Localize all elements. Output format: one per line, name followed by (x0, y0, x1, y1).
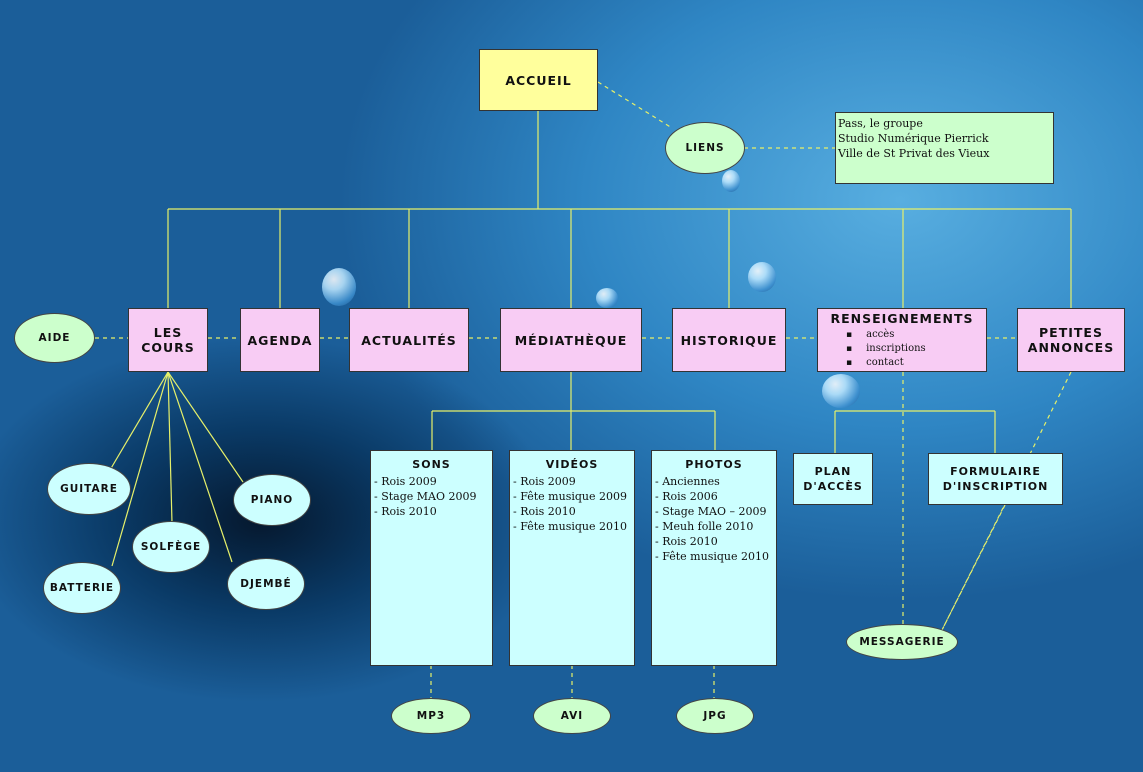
videos-item[interactable]: - Fête musique 2009 (513, 490, 627, 503)
photos-item[interactable]: - Anciennes (655, 475, 720, 488)
messagerie-node[interactable]: MESSAGERIE (846, 624, 958, 660)
videos-title: VIDÉOS (545, 458, 599, 471)
actualites-node[interactable]: ACTUALITÉS (349, 308, 469, 372)
videos-list: - Rois 2009 - Fête musique 2009 - Rois 2… (513, 474, 631, 534)
jpg-node[interactable]: JPG (676, 698, 754, 734)
djembe-label: DJEMBÉ (240, 578, 292, 590)
photos-item[interactable]: - Stage MAO – 2009 (655, 505, 767, 518)
agenda-node[interactable]: AGENDA (240, 308, 320, 372)
renseignements-node[interactable]: RENSEIGNEMENTS accès inscriptions contac… (817, 308, 987, 372)
mp3-node[interactable]: MP3 (391, 698, 471, 734)
water-drop (322, 268, 356, 306)
videos-item[interactable]: - Rois 2009 (513, 475, 576, 488)
renseignements-item[interactable]: contact (846, 356, 926, 370)
videos-column[interactable]: VIDÉOS - Rois 2009 - Fête musique 2009 -… (509, 450, 635, 666)
avi-label: AVI (560, 710, 584, 722)
sons-title: SONS (412, 458, 451, 471)
historique-label: HISTORIQUE (680, 332, 778, 348)
plan-acces-label: PLAN D'ACCÈS (803, 465, 863, 493)
liens-node[interactable]: LIENS (665, 122, 745, 174)
liens-list: Pass, le groupe Studio Numérique Pierric… (838, 116, 989, 161)
sons-item[interactable]: - Rois 2009 (374, 475, 437, 488)
guitare-node[interactable]: GUITARE (47, 463, 131, 515)
formulaire-label: FORMULAIRE D'INSCRIPTION (942, 465, 1049, 493)
sons-item[interactable]: - Rois 2010 (374, 505, 437, 518)
jpg-label: JPG (703, 710, 727, 722)
renseignements-list: accès inscriptions contact (818, 328, 926, 370)
renseignements-item[interactable]: inscriptions (846, 342, 926, 356)
videos-item[interactable]: - Rois 2010 (513, 505, 576, 518)
piano-label: PIANO (250, 494, 294, 506)
petites-annonces-label: PETITES ANNONCES (1027, 325, 1115, 355)
sons-column[interactable]: SONS - Rois 2009 - Stage MAO 2009 - Rois… (370, 450, 493, 666)
plan-acces-node[interactable]: PLAN D'ACCÈS (793, 453, 873, 505)
piano-node[interactable]: PIANO (233, 474, 311, 526)
sons-list: - Rois 2009 - Stage MAO 2009 - Rois 2010 (374, 474, 489, 519)
historique-node[interactable]: HISTORIQUE (672, 308, 786, 372)
les-cours-label: LES COURS (141, 325, 195, 355)
djembe-node[interactable]: DJEMBÉ (227, 558, 305, 610)
mediatheque-label: MÉDIATHÈQUE (514, 332, 628, 348)
formulaire-node[interactable]: FORMULAIRE D'INSCRIPTION (928, 453, 1063, 505)
water-drop (748, 262, 776, 292)
photos-item[interactable]: - Fête musique 2010 (655, 550, 769, 563)
messagerie-label: MESSAGERIE (859, 636, 945, 648)
water-drop (722, 170, 740, 192)
les-cours-node[interactable]: LES COURS (128, 308, 208, 372)
guitare-label: GUITARE (60, 483, 118, 495)
photos-item[interactable]: - Meuh folle 2010 (655, 520, 754, 533)
sons-item[interactable]: - Stage MAO 2009 (374, 490, 477, 503)
accueil-label: ACCUEIL (505, 72, 572, 88)
aide-node[interactable]: AIDE (14, 313, 95, 363)
photos-title: PHOTOS (685, 458, 743, 471)
aide-label: AIDE (38, 332, 71, 344)
renseignements-label: RENSEIGNEMENTS (830, 311, 974, 326)
petites-annonces-node[interactable]: PETITES ANNONCES (1017, 308, 1125, 372)
water-drop (596, 288, 618, 308)
photos-item[interactable]: - Rois 2006 (655, 490, 718, 503)
photos-list: - Anciennes - Rois 2006 - Stage MAO – 20… (655, 474, 773, 564)
accueil-node[interactable]: ACCUEIL (479, 49, 598, 111)
solfege-label: SOLFÈGE (140, 541, 202, 553)
renseignements-item[interactable]: accès (846, 328, 926, 342)
videos-item[interactable]: - Fête musique 2010 (513, 520, 627, 533)
solfege-node[interactable]: SOLFÈGE (132, 521, 210, 573)
photos-column[interactable]: PHOTOS - Anciennes - Rois 2006 - Stage M… (651, 450, 777, 666)
liens-item[interactable]: Pass, le groupe (838, 117, 923, 130)
liens-label: LIENS (685, 142, 725, 154)
liens-list-box: Pass, le groupe Studio Numérique Pierric… (835, 112, 1054, 184)
batterie-node[interactable]: BATTERIE (43, 562, 121, 614)
mediatheque-node[interactable]: MÉDIATHÈQUE (500, 308, 642, 372)
actualites-label: ACTUALITÉS (361, 332, 457, 348)
mp3-label: MP3 (416, 710, 446, 722)
liens-item[interactable]: Studio Numérique Pierrick (838, 132, 989, 145)
batterie-label: BATTERIE (49, 582, 115, 594)
avi-node[interactable]: AVI (533, 698, 611, 734)
water-drop (822, 374, 860, 408)
photos-item[interactable]: - Rois 2010 (655, 535, 718, 548)
liens-item[interactable]: Ville de St Privat des Vieux (838, 147, 990, 160)
agenda-label: AGENDA (247, 332, 313, 348)
